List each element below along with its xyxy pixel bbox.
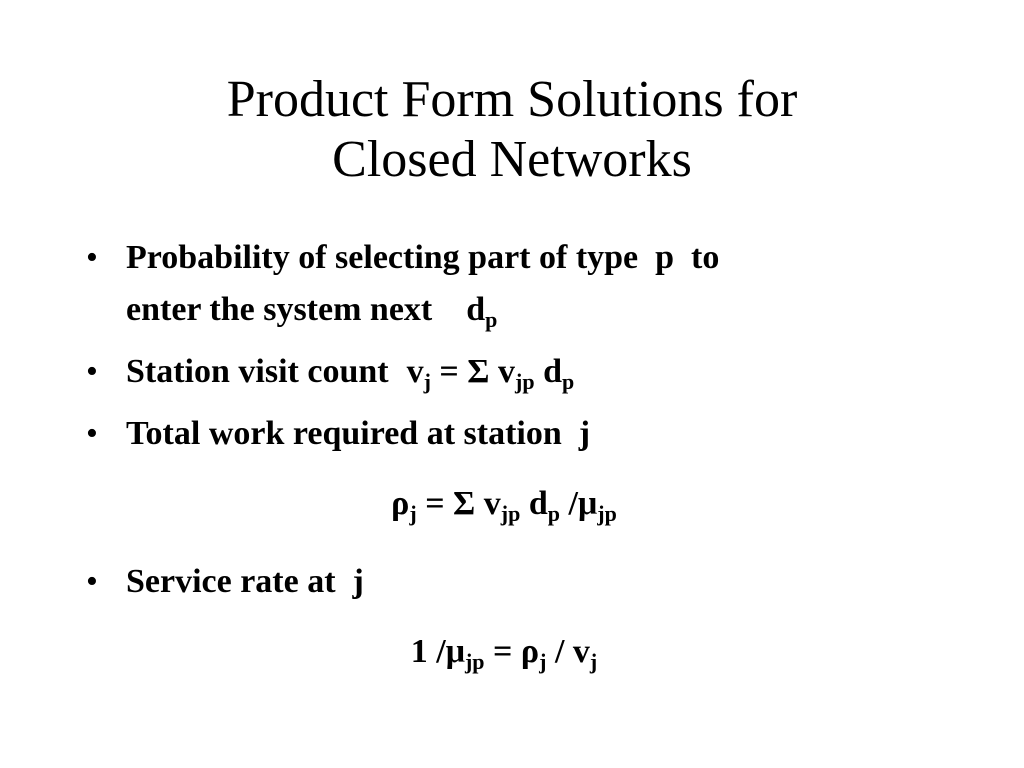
var-v2: v [498,353,516,390]
slash-mu: /μ [568,485,598,522]
var-d: d [466,291,486,328]
bullet-text-line2-label: enter the system next [126,291,433,328]
var-rho: ρ [391,485,410,522]
sub-jp: jp [515,369,535,394]
bullet-text-line2: enter the system next dp [126,284,946,336]
formula-service-rate: 1 /μjp = ρj / vj [74,626,934,678]
sub-p: p [547,501,561,526]
bullet-marker: • [86,239,98,276]
one-over-mu: 1 /μ [410,633,465,670]
bullet-probability: • Probability of selecting part of type … [86,232,946,336]
sub-jp: jp [500,501,521,526]
var-d: d [543,353,563,390]
var-v: v [483,485,501,522]
title-line-1: Product Form Solutions for [226,71,798,128]
sub-j: j [589,649,598,674]
equals-sigma: = Σ [439,353,490,390]
total-work-label: Total work required at station j [126,415,591,452]
slide-body: • Probability of selecting part of type … [86,232,946,678]
sub-j: j [409,501,417,526]
sub-j: j [539,649,547,674]
formula-rho: ρj = Σ vjp dp /μjp [74,478,934,530]
slash-v: / v [554,633,590,670]
var-v: v [406,353,424,390]
bullet-marker: • [86,415,98,452]
bullet-total-work: • Total work required at station j [86,408,946,460]
sub-p: p [485,307,498,332]
bullet-text-line1: Probability of selecting part of type p … [126,239,720,276]
var-d: d [528,485,548,522]
visit-count-label: Station visit count [126,353,389,390]
sub-jp: jp [597,501,617,526]
bullet-service-rate: • Service rate at j [86,556,946,608]
service-rate-label: Service rate at j [126,563,364,600]
bullet-marker: • [86,563,98,600]
sub-jp: jp [464,649,485,674]
bullet-marker: • [86,353,98,390]
slide-title: Product Form Solutions for Closed Networ… [0,70,1024,190]
sub-p: p [562,369,575,394]
equals-rho: = ρ [493,633,540,670]
sub-j: j [423,369,431,394]
title-line-2: Closed Networks [332,131,692,188]
equals-sigma: = Σ [425,485,476,522]
